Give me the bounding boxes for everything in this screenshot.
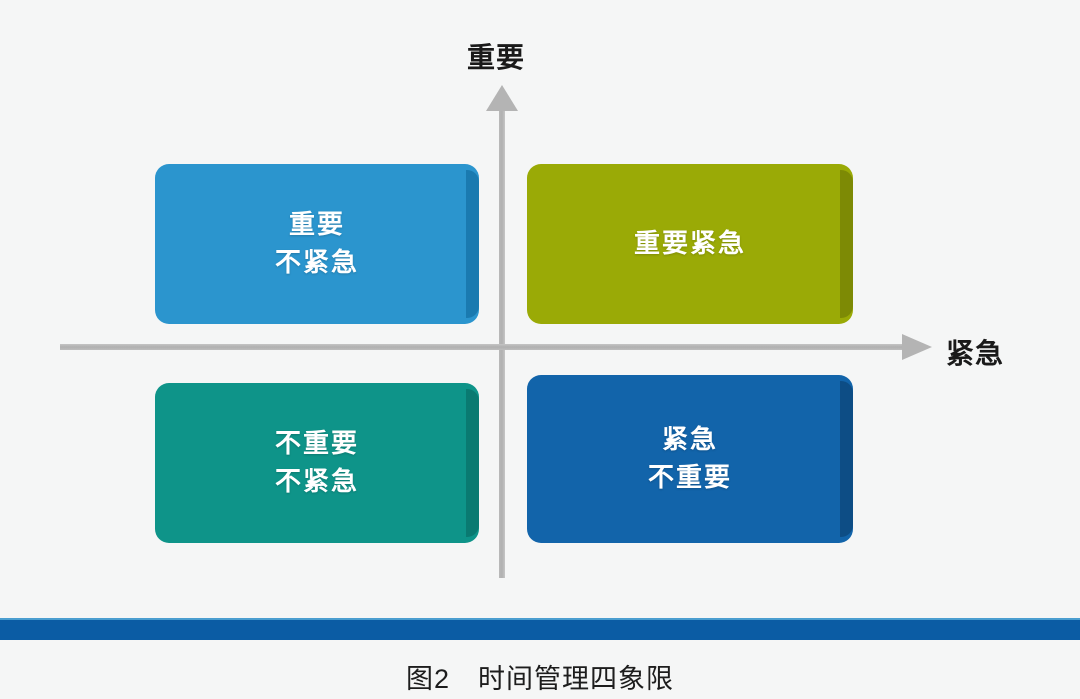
quadrant-3d-edge <box>840 381 853 537</box>
quadrant-urgent-not-important[interactable]: 紧急 不重要 <box>527 375 853 543</box>
quadrant-face <box>527 164 853 324</box>
quadrant-label: 不重要 不紧急 <box>275 425 359 500</box>
quadrant-label: 紧急 不重要 <box>648 421 732 496</box>
quadrant-label-line2: 不重要 <box>647 462 732 492</box>
vertical-axis-line <box>499 104 505 578</box>
quadrant-important-not-urgent[interactable]: 重要 不紧急 <box>155 164 479 324</box>
bottom-accent-bar <box>0 618 1080 640</box>
quadrant-label: 重要 不紧急 <box>275 206 359 281</box>
quadrant-label-line1: 重要紧急 <box>633 228 746 259</box>
quadrant-not-important-not-urgent[interactable]: 不重要 不紧急 <box>155 383 479 543</box>
horizontal-axis-line <box>60 344 907 350</box>
quadrant-3d-edge <box>840 170 853 318</box>
quadrant-label-line2: 不紧急 <box>274 247 359 277</box>
quadrant-important-urgent[interactable]: 重要紧急 <box>527 164 853 324</box>
quadrant-label: 重要紧急 <box>634 225 746 263</box>
vertical-axis-label: 重要 <box>467 42 526 73</box>
quadrant-label-line2: 不紧急 <box>274 466 359 496</box>
horizontal-axis-label: 紧急 <box>946 338 1005 369</box>
quadrant-label-line1: 紧急 <box>661 424 718 455</box>
horizontal-axis-arrow-icon <box>902 334 932 360</box>
quadrant-label-line1: 不重要 <box>274 428 359 459</box>
quadrant-3d-edge <box>466 389 479 537</box>
figure-caption: 图2 时间管理四象限 <box>405 664 675 694</box>
quadrant-label-line1: 重要 <box>288 209 345 240</box>
quadrant-3d-edge <box>466 170 479 318</box>
quadrant-face <box>527 375 853 543</box>
quadrant-face <box>155 383 479 543</box>
quadrant-face <box>155 164 479 324</box>
vertical-axis-arrow-icon <box>486 85 518 111</box>
